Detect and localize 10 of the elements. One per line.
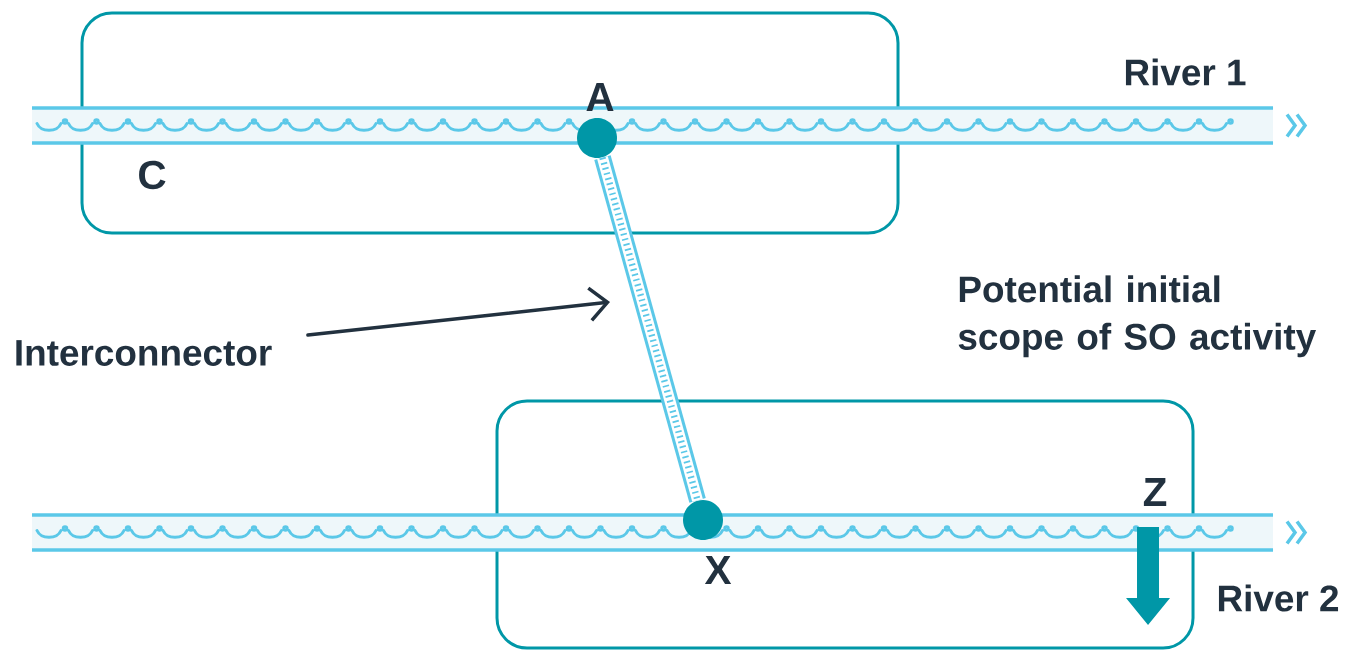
river-label: River 1 — [1125, 58, 1246, 86]
point-label: A — [586, 83, 614, 111]
area-box — [495, 399, 1195, 650]
interconnector-pipe — [594, 155, 706, 503]
leader-arrow — [306, 286, 610, 337]
point-label: X — [704, 556, 732, 584]
area-box — [80, 11, 900, 235]
callout-text: Interconnector — [16, 340, 272, 366]
river-label: River 2 — [1218, 584, 1339, 612]
scope-note: Potential initial scope of SO activity — [958, 275, 1316, 358]
